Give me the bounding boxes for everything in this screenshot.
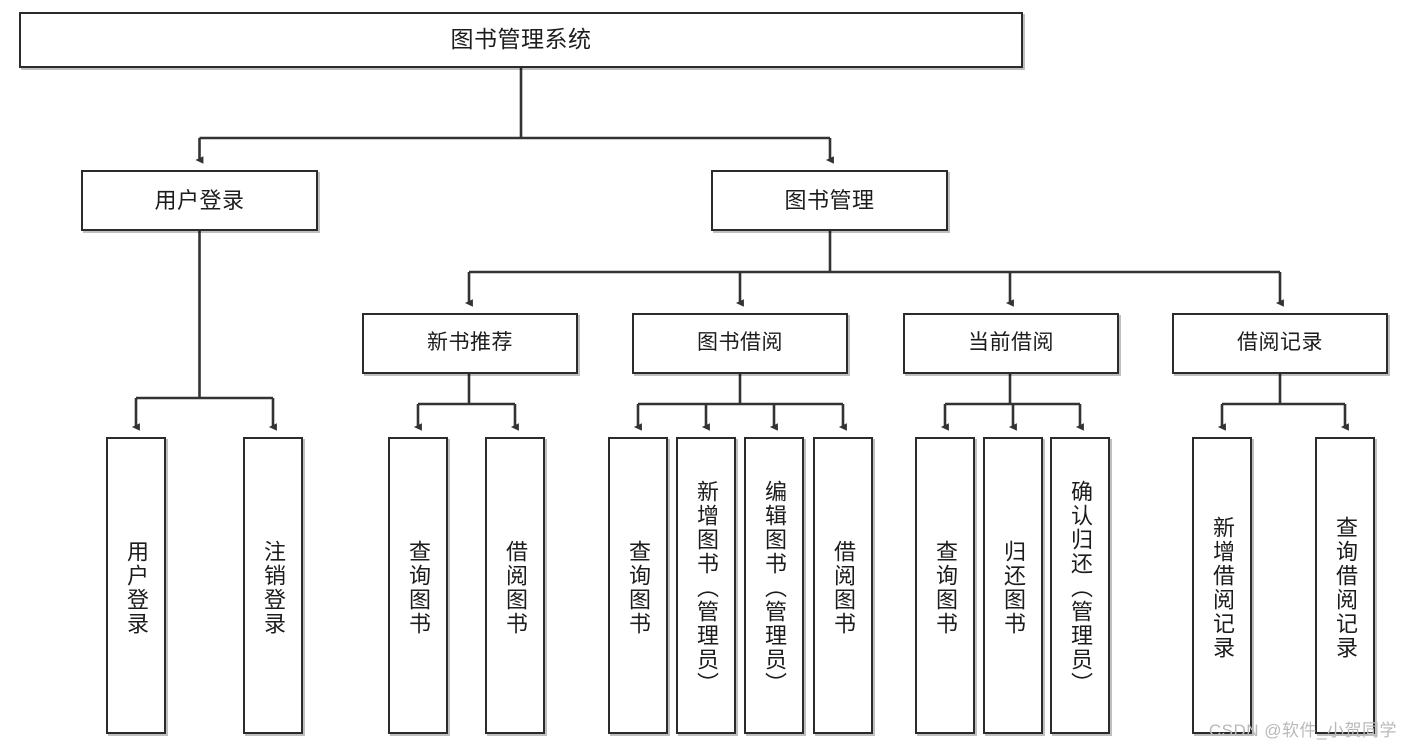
node-new-book-recommend[interactable]: 新书推荐 [362, 313, 578, 374]
node-user-login[interactable]: 用户登录 [81, 170, 318, 231]
node-leaf-return-book-label: 归还图书 [1001, 539, 1026, 636]
node-leaf-query-record-label: 查询借阅记录 [1333, 515, 1358, 660]
node-leaf-edit-book-label: 编辑图书（管理员） [762, 479, 787, 696]
connector-group-borrow-record [1217, 374, 1349, 431]
node-leaf-add-record[interactable]: 新增借阅记录 [1192, 437, 1252, 734]
node-leaf-confirm-return-label: 确认归还（管理员） [1068, 479, 1093, 696]
node-book-borrow-label: 图书借阅 [697, 331, 783, 355]
connector-group-book-borrow [633, 374, 847, 431]
connector-group-book-manage [464, 231, 1284, 307]
node-book-borrow[interactable]: 图书借阅 [632, 313, 848, 374]
node-leaf-return-book[interactable]: 归还图书 [983, 437, 1043, 734]
node-leaf-query-record[interactable]: 查询借阅记录 [1315, 437, 1375, 734]
node-leaf-add-record-label: 新增借阅记录 [1210, 515, 1235, 660]
node-leaf-query-book-2[interactable]: 查询图书 [608, 437, 668, 734]
node-current-borrow[interactable]: 当前借阅 [903, 313, 1119, 374]
node-leaf-add-book[interactable]: 新增图书（管理员） [676, 437, 736, 734]
connector-group-user-login [131, 231, 277, 431]
node-leaf-borrow-book-1-label: 借阅图书 [503, 539, 528, 636]
node-book-manage[interactable]: 图书管理 [711, 170, 948, 231]
node-leaf-logout-login-label: 注销登录 [261, 539, 286, 636]
connector-group-root [195, 68, 834, 164]
node-leaf-confirm-return[interactable]: 确认归还（管理员） [1050, 437, 1110, 734]
node-leaf-query-book-3[interactable]: 查询图书 [915, 437, 975, 734]
connector-group-current-borrow [940, 374, 1084, 431]
node-leaf-user-login-label: 用户登录 [124, 539, 149, 636]
node-leaf-query-book-3-label: 查询图书 [933, 539, 958, 636]
node-root[interactable]: 图书管理系统 [19, 12, 1023, 68]
node-leaf-add-book-label: 新增图书（管理员） [694, 479, 719, 696]
node-leaf-edit-book[interactable]: 编辑图书（管理员） [744, 437, 804, 734]
node-leaf-borrow-book-1[interactable]: 借阅图书 [485, 437, 545, 734]
node-leaf-query-book-2-label: 查询图书 [626, 539, 651, 636]
node-leaf-borrow-book-2-label: 借阅图书 [831, 539, 856, 636]
node-borrow-record[interactable]: 借阅记录 [1172, 313, 1388, 374]
node-leaf-borrow-book-2[interactable]: 借阅图书 [813, 437, 873, 734]
connector-group-new-book-recommend [413, 374, 519, 431]
node-book-manage-label: 图书管理 [784, 187, 875, 213]
node-current-borrow-label: 当前借阅 [968, 331, 1054, 355]
node-leaf-user-login[interactable]: 用户登录 [106, 437, 166, 734]
node-leaf-query-book-1-label: 查询图书 [406, 539, 431, 636]
node-leaf-query-book-1[interactable]: 查询图书 [388, 437, 448, 734]
node-user-login-label: 用户登录 [154, 187, 245, 213]
node-borrow-record-label: 借阅记录 [1237, 331, 1323, 355]
node-leaf-logout-login[interactable]: 注销登录 [243, 437, 303, 734]
node-root-label: 图书管理系统 [450, 26, 592, 53]
node-new-book-recommend-label: 新书推荐 [427, 331, 513, 355]
